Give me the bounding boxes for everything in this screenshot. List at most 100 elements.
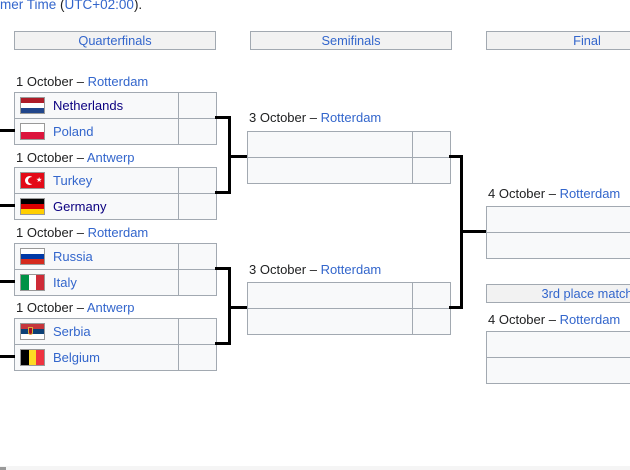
team-link-italy[interactable]: Italy <box>53 275 77 290</box>
header-semifinals[interactable]: Semifinals <box>250 31 452 50</box>
russia-flag-icon <box>20 248 45 265</box>
serbia-flag-icon <box>20 323 45 340</box>
city-link[interactable]: Rotterdam <box>559 312 621 327</box>
match-table-qf1: Netherlands Poland <box>14 92 217 145</box>
bracket-connector <box>228 267 231 345</box>
city-link[interactable]: Rotterdam <box>320 110 382 125</box>
team-row-empty <box>248 283 450 308</box>
match-table-qf4: Serbia Belgium <box>14 318 217 371</box>
score-cell <box>178 119 216 144</box>
team-row: Russia <box>15 244 216 269</box>
match-date: 4 October <box>488 312 546 327</box>
match-date: 1 October <box>16 74 74 89</box>
bracket-connector <box>215 342 231 345</box>
poland-flag-icon <box>20 123 45 140</box>
separator: – <box>545 186 560 201</box>
header-final[interactable]: Final <box>486 31 630 50</box>
bracket-connector <box>449 306 463 309</box>
match-table-sf1 <box>247 131 451 184</box>
team-row-empty <box>487 357 630 383</box>
team-link-serbia[interactable]: Serbia <box>53 324 91 339</box>
score-cell <box>178 345 216 370</box>
bracket-connector <box>228 116 231 194</box>
team-row: Germany <box>15 193 216 219</box>
team-row: Poland <box>15 118 216 144</box>
bracket-connector-stub <box>0 204 15 207</box>
team-row-empty <box>248 132 450 157</box>
timezone-text-end: ). <box>133 0 143 12</box>
bracket-connector-stub <box>0 355 15 358</box>
team-row: Netherlands <box>15 93 216 118</box>
match-date: 1 October <box>16 225 74 240</box>
score-cell <box>412 283 450 308</box>
city-link[interactable]: Rotterdam <box>320 262 382 277</box>
separator: – <box>306 262 321 277</box>
team-row-empty <box>248 157 450 183</box>
score-cell <box>178 93 216 118</box>
match-date: 1 October <box>16 150 74 165</box>
city-link[interactable]: Antwerp <box>86 300 135 315</box>
bracket-connector <box>215 116 231 119</box>
city-link[interactable]: Rotterdam <box>87 225 149 240</box>
timezone-text: ( <box>56 0 65 12</box>
match-label-sf2: 3 October – Rotterdam <box>249 262 381 277</box>
score-cell <box>412 309 450 334</box>
team-row-empty <box>487 332 630 357</box>
match-table-qf2: ★ Turkey Germany <box>14 167 217 220</box>
match-label-third-place: 4 October – Rotterdam <box>488 312 620 327</box>
bracket-connector <box>215 191 231 194</box>
team-link-turkey[interactable]: Turkey <box>53 173 93 188</box>
team-link-belgium[interactable]: Belgium <box>53 350 100 365</box>
match-label-qf1: 1 October – Rotterdam <box>16 74 148 89</box>
match-label-sf1: 3 October – Rotterdam <box>249 110 381 125</box>
team-link-germany[interactable]: Germany <box>53 199 107 214</box>
belgium-flag-icon <box>20 349 45 366</box>
header-semifinals-label: Semifinals <box>321 33 381 48</box>
city-link[interactable]: Antwerp <box>86 150 135 165</box>
score-cell <box>178 168 216 193</box>
separator: – <box>306 110 321 125</box>
match-date: 3 October <box>249 262 307 277</box>
team-row-empty <box>248 308 450 334</box>
team-link-poland[interactable]: Poland <box>53 124 94 139</box>
bracket-connector <box>449 155 463 158</box>
match-label-final: 4 October – Rotterdam <box>488 186 620 201</box>
separator: – <box>73 74 88 89</box>
city-link[interactable]: Rotterdam <box>87 74 149 89</box>
score-cell <box>178 244 216 269</box>
score-cell <box>412 132 450 157</box>
match-label-qf3: 1 October – Rotterdam <box>16 225 148 240</box>
utc-offset-link[interactable]: UTC+02:00 <box>64 0 134 12</box>
match-label-qf2: 1 October – Antwerp <box>16 150 135 165</box>
match-table-third-place <box>486 331 630 384</box>
match-date: 1 October <box>16 300 74 315</box>
score-cell <box>412 158 450 183</box>
bracket-connector-stub <box>0 129 15 132</box>
turkey-flag-icon: ★ <box>20 172 45 189</box>
bottom-cutoff-fragment <box>0 467 6 470</box>
team-row: Belgium <box>15 344 216 370</box>
germany-flag-icon <box>20 198 45 215</box>
score-cell <box>178 270 216 295</box>
match-table-sf2 <box>247 282 451 335</box>
bracket-connector <box>231 306 247 309</box>
italy-flag-icon <box>20 274 45 291</box>
match-table-final <box>486 206 630 259</box>
header-third-place-match[interactable]: 3rd place match <box>486 284 630 303</box>
score-cell <box>178 194 216 219</box>
separator: – <box>73 300 87 315</box>
header-quarterfinals-label: Quarterfinals <box>78 33 152 48</box>
netherlands-flag-icon <box>20 97 45 114</box>
score-cell <box>178 319 216 344</box>
team-row-empty <box>487 207 630 232</box>
separator: – <box>545 312 560 327</box>
bracket-connector-stub <box>0 280 15 283</box>
team-link-netherlands[interactable]: Netherlands <box>53 98 124 113</box>
header-third-place-label: 3rd place match <box>541 286 630 301</box>
team-link-russia[interactable]: Russia <box>53 249 93 264</box>
team-row: Serbia <box>15 319 216 344</box>
timezone-link[interactable]: mer Time <box>0 0 57 12</box>
header-quarterfinals[interactable]: Quarterfinals <box>14 31 216 50</box>
city-link[interactable]: Rotterdam <box>559 186 621 201</box>
